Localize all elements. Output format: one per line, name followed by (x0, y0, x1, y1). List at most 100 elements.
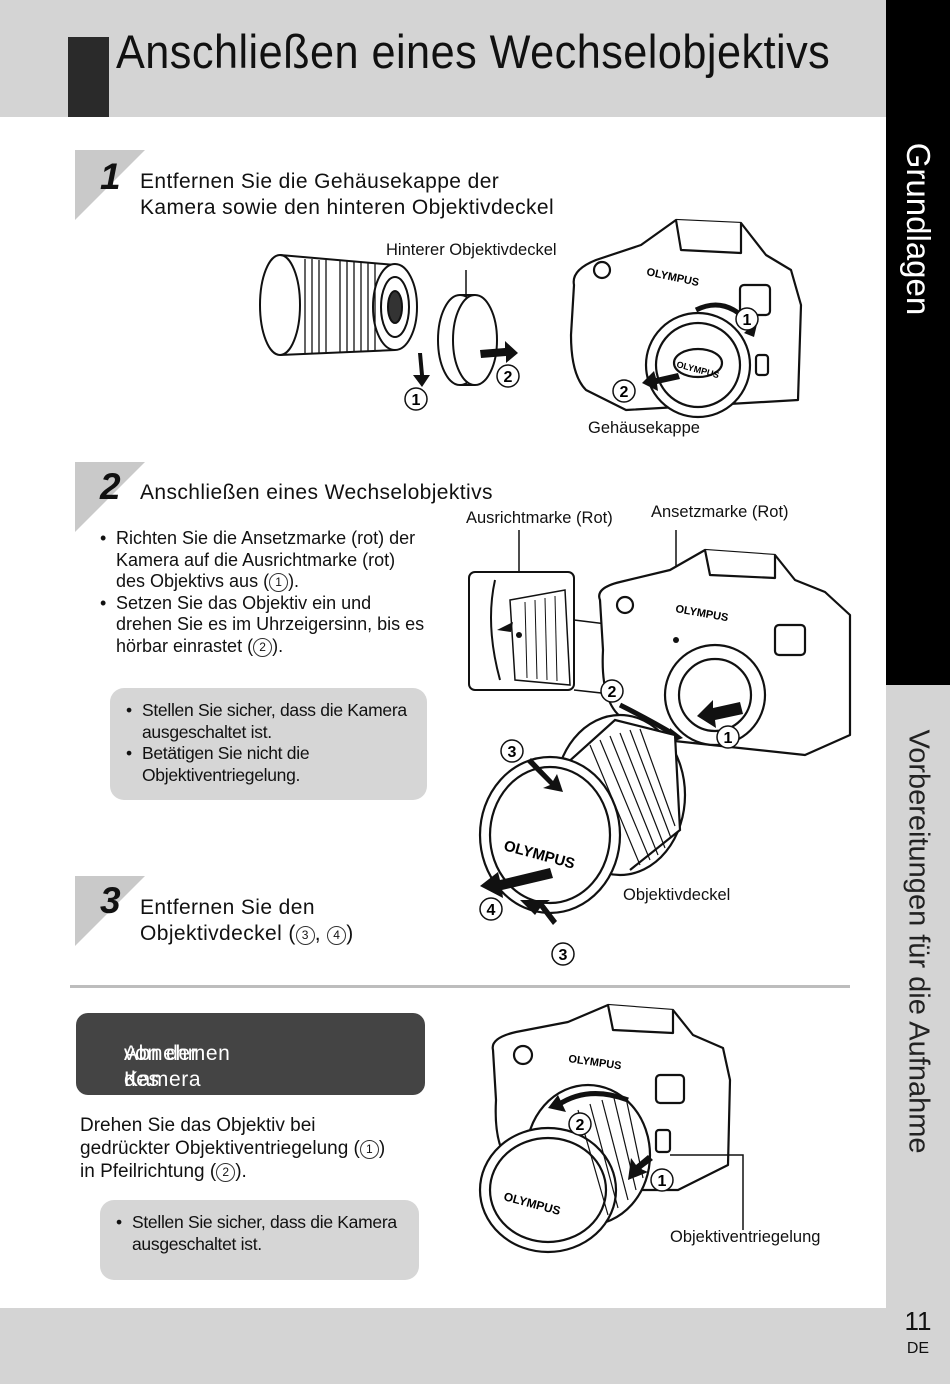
ref-circle-2: 2 (253, 637, 273, 657)
label-alignment-mark: Ausrichtmarke (Rot) (466, 509, 613, 527)
remove-heading-line2: von der Kamera (124, 1042, 202, 1091)
step2-bullet1-line2: Kamera auf die Ausrichtmarke (rot) (116, 549, 396, 570)
remove-body-line3-end: ). (235, 1161, 247, 1182)
label-mount-mark: Ansetzmarke (Rot) (651, 503, 789, 521)
step3-number: 3 (100, 880, 121, 921)
callout-2-text: 2 (608, 684, 617, 701)
step2-bullet2-line2: drehen Sie es im Uhrzeigersinn, bis es (116, 614, 425, 634)
side-tab-secondary[interactable] (886, 685, 950, 1384)
callout-1: 1 (650, 1168, 674, 1192)
callout-2: 2 (496, 364, 520, 388)
callout-3: 3 (551, 942, 575, 966)
callout-1-text: 1 (412, 392, 421, 409)
step2-note-item1: Stellen Sie sicher, dass die Kameraausge… (126, 700, 421, 743)
callout-3-text: 3 (559, 947, 568, 964)
step2-note: Stellen Sie sicher, dass die Kameraausge… (110, 688, 427, 800)
remove-heading-line1: Abnehmen des Objektivs (124, 1042, 231, 1117)
footer-band (0, 1308, 886, 1384)
callout-2: 2 (612, 379, 636, 403)
callout-4-text: 4 (487, 902, 496, 919)
callout-3: 3 (500, 739, 524, 763)
callout-1: 1 (735, 307, 759, 331)
step2-instructions: Richten Sie die Ansetzmarke (rot) der Ka… (100, 528, 440, 657)
step3-heading-line2-text: Objektivdeckel ( (140, 922, 296, 945)
step1-number: 1 (100, 156, 121, 197)
step2-bullet2-end: ). (272, 635, 284, 656)
header-band (0, 0, 886, 117)
step2-note-item2: Betätigen Sie nicht dieObjektiventriegel… (126, 743, 421, 786)
ref-circle-2: 2 (216, 1163, 236, 1182)
callout-1-text: 1 (724, 730, 733, 747)
step3-marker (75, 876, 145, 946)
page-number: 11 (904, 1306, 932, 1336)
callout-1: 1 (716, 725, 740, 749)
callout-1-text: 1 (658, 1173, 667, 1190)
side-tab-primary-label: Grundlagen (900, 142, 937, 316)
step2-bullet1-end: ). (288, 571, 300, 591)
step2-note1-line1: Stellen Sie sicher, dass die Kamera (142, 700, 407, 720)
step2-bullet2: Setzen Sie das Objektiv ein und drehen S… (100, 593, 440, 658)
step3-end: ) (346, 922, 354, 945)
step2-note1-line2: ausgeschaltet ist. (142, 721, 272, 742)
ref-circle-3: 3 (295, 926, 315, 945)
page-title: Anschließen eines Wechselobjektivs (116, 25, 831, 78)
remove-lens-body: Drehen Sie das Objektiv bei gedrückter O… (80, 1114, 385, 1183)
remove-body-line1: Drehen Sie das Objektiv bei (80, 1115, 316, 1136)
remove-body-line3-text: in Pfeilrichtung ( (80, 1161, 217, 1182)
step2-note2-line1: Betätigen Sie nicht die (142, 743, 310, 763)
header-marker (68, 37, 109, 117)
remove-body-line3: in Pfeilrichtung (2). (80, 1160, 385, 1183)
ref-circle-1: 1 (269, 573, 289, 592)
label-body-cap: Gehäusekappe (588, 419, 700, 437)
step2-bullet2-line1: Setzen Sie das Objektiv ein und (116, 592, 372, 613)
step2-number: 2 (100, 466, 121, 507)
remove-body-line2-end: ) (378, 1138, 386, 1159)
step2-bullet1-line1: Richten Sie die Ansetzmarke (rot) der (116, 528, 416, 548)
remove-note-item1: Stellen Sie sicher, dass die Kameraausge… (116, 1212, 411, 1255)
ref-circle-1: 1 (359, 1140, 379, 1159)
illustration-attach-lens: OLYMPUS OLYMPUS (468, 530, 852, 925)
callout-3-text: 3 (508, 744, 517, 761)
callout-1: 1 (404, 387, 428, 411)
step3-heading-line1: Entfernen Sie den (140, 896, 315, 919)
callout-2: 2 (600, 679, 624, 703)
label-rear-lens-cap: Hinterer Objektivdeckel (386, 241, 557, 259)
step3-heading-line2: Objektivdeckel (3, 4) (140, 921, 354, 947)
callout-1-text: 1 (743, 312, 752, 329)
callout-2: 2 (568, 1112, 592, 1136)
step1-heading-line1: Entfernen Sie die Gehäusekappe der (140, 170, 500, 193)
label-lens-release: Objektiventriegelung (670, 1228, 821, 1246)
step1-heading-line2: Kamera sowie den hinteren Objektivdeckel (140, 196, 555, 219)
ref-circle-4: 4 (327, 926, 347, 945)
remove-note-line1: Stellen Sie sicher, dass die Kamera (132, 1212, 397, 1232)
step2-note2-line2: Objektiventriegelung. (142, 764, 301, 785)
illustration-lens-rear-cap (259, 254, 518, 387)
callout-2-text: 2 (576, 1117, 585, 1134)
label-lens-cap: Objektivdeckel (623, 886, 731, 904)
step3-sep: , (314, 922, 328, 945)
step1-heading: Entfernen Sie die Gehäusekappe der Kamer… (140, 169, 554, 221)
step2-note-list: Stellen Sie sicher, dass die Kameraausge… (126, 700, 421, 786)
remove-body-line2-text: gedrückter Objektiventriegelung ( (80, 1138, 360, 1159)
callout-4: 4 (479, 897, 503, 921)
step1-marker (75, 150, 145, 220)
step2-bullet1: Richten Sie die Ansetzmarke (rot) der Ka… (100, 528, 440, 593)
side-tab-primary[interactable] (886, 0, 950, 685)
side-tab-secondary-label: Vorbereitungen für die Aufnahme (902, 729, 935, 1154)
remove-lens-note: Stellen Sie sicher, dass die Kameraausge… (100, 1200, 419, 1280)
step2-bullet2-line3: hörbar einrastet ( (116, 635, 254, 656)
step2-marker (75, 462, 145, 532)
section-divider (70, 985, 850, 988)
remove-note-list: Stellen Sie sicher, dass die Kameraausge… (116, 1212, 411, 1255)
remove-body-line2: gedrückter Objektiventriegelung (1) (80, 1137, 385, 1160)
step2-bullet1-line3: des Objektivs aus ( (116, 571, 270, 591)
callout-2-text: 2 (620, 384, 629, 401)
callout-2-text: 2 (504, 369, 513, 386)
page-language: DE (906, 1340, 930, 1357)
step3-heading: Entfernen Sie den Objektivdeckel (3, 4) (140, 895, 354, 947)
step2-heading: Anschließen eines Wechselobjektivs (140, 481, 493, 504)
illustration-remove-lens: OLYMPUS OLYMPUS (478, 1003, 744, 1254)
illustration-camera-body-cap: OLYMPUS OLYMPUS (569, 218, 803, 419)
remove-note-line2: ausgeschaltet ist. (132, 1233, 262, 1254)
